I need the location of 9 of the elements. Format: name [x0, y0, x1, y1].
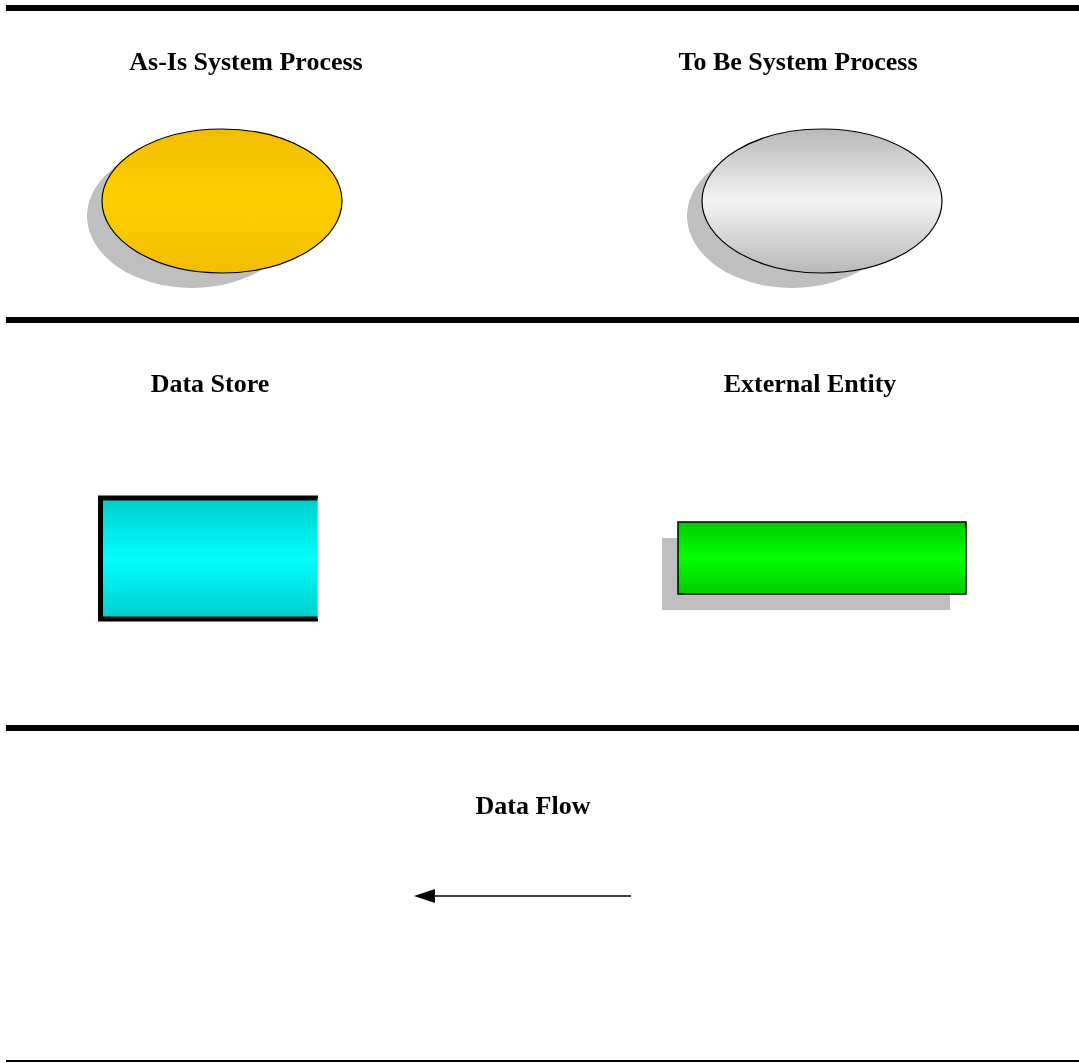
- symbol-title: External Entity: [723, 369, 897, 399]
- symbol-title: Data Flow: [475, 791, 591, 821]
- process-ellipse: [87, 128, 343, 288]
- data-store-box: [98, 495, 319, 622]
- symbol-title: To Be System Process: [678, 47, 918, 77]
- process-ellipse: [687, 128, 943, 288]
- symbol-title: Data Store: [150, 369, 270, 399]
- external-entity-box: [662, 521, 967, 610]
- symbol-title: As-Is System Process: [129, 47, 363, 77]
